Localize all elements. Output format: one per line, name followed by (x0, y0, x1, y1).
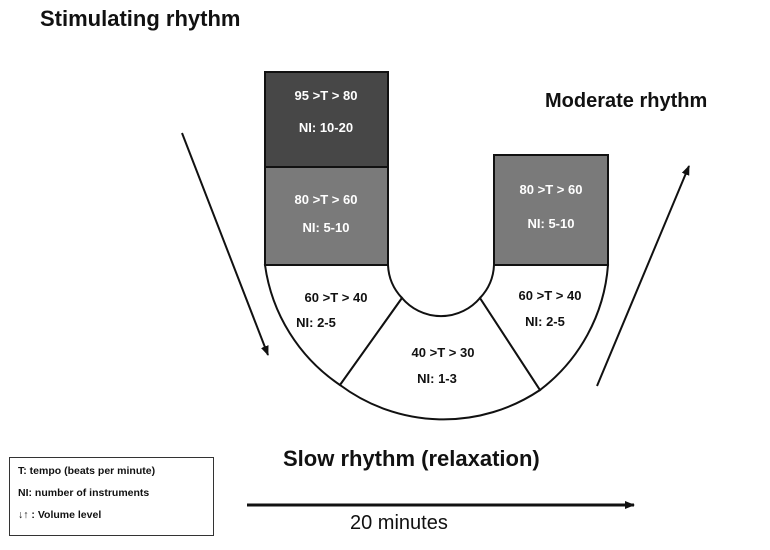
sector-arc-left (263, 264, 404, 387)
arrow-down-volume (181, 132, 269, 356)
block-left-top (264, 71, 389, 168)
stimulating-rhythm-label: Stimulating rhythm (40, 6, 241, 31)
left-top-instruments: NI: 10-20 (299, 120, 353, 135)
arc-left-instruments: NI: 2-5 (296, 315, 336, 330)
sector-arc-bottom (338, 296, 542, 421)
left-mid-instruments: NI: 5-10 (303, 220, 350, 235)
block-left-mid (264, 166, 389, 266)
left-top-tempo: 95 >T > 80 (295, 88, 358, 103)
arc-right-instruments: NI: 2-5 (525, 314, 565, 329)
left-mid-tempo: 80 >T > 60 (295, 192, 358, 207)
duration-label: 20 minutes (350, 512, 448, 534)
arc-bottom-instruments: NI: 1-3 (417, 371, 457, 386)
arc-bottom-tempo: 40 >T > 30 (412, 345, 475, 360)
block-right-top (493, 154, 609, 266)
arc-right-tempo: 60 >T > 40 (519, 288, 582, 303)
legend-volume: ↓↑ : Volume level (18, 509, 102, 521)
legend-instruments: NI: number of instruments (18, 487, 150, 499)
legend-box: T: tempo (beats per minute) NI: number o… (9, 457, 214, 536)
right-top-instruments: NI: 5-10 (528, 216, 575, 231)
legend-tempo: T: tempo (beats per minute) (18, 465, 156, 477)
arrow-up-volume (596, 165, 690, 387)
sector-arc-right (478, 264, 610, 392)
moderate-rhythm-label: Moderate rhythm (545, 90, 708, 112)
slow-rhythm-label: Slow rhythm (relaxation) (283, 446, 540, 471)
right-top-tempo: 80 >T > 60 (520, 182, 583, 197)
arc-left-tempo: 60 >T > 40 (305, 290, 368, 305)
